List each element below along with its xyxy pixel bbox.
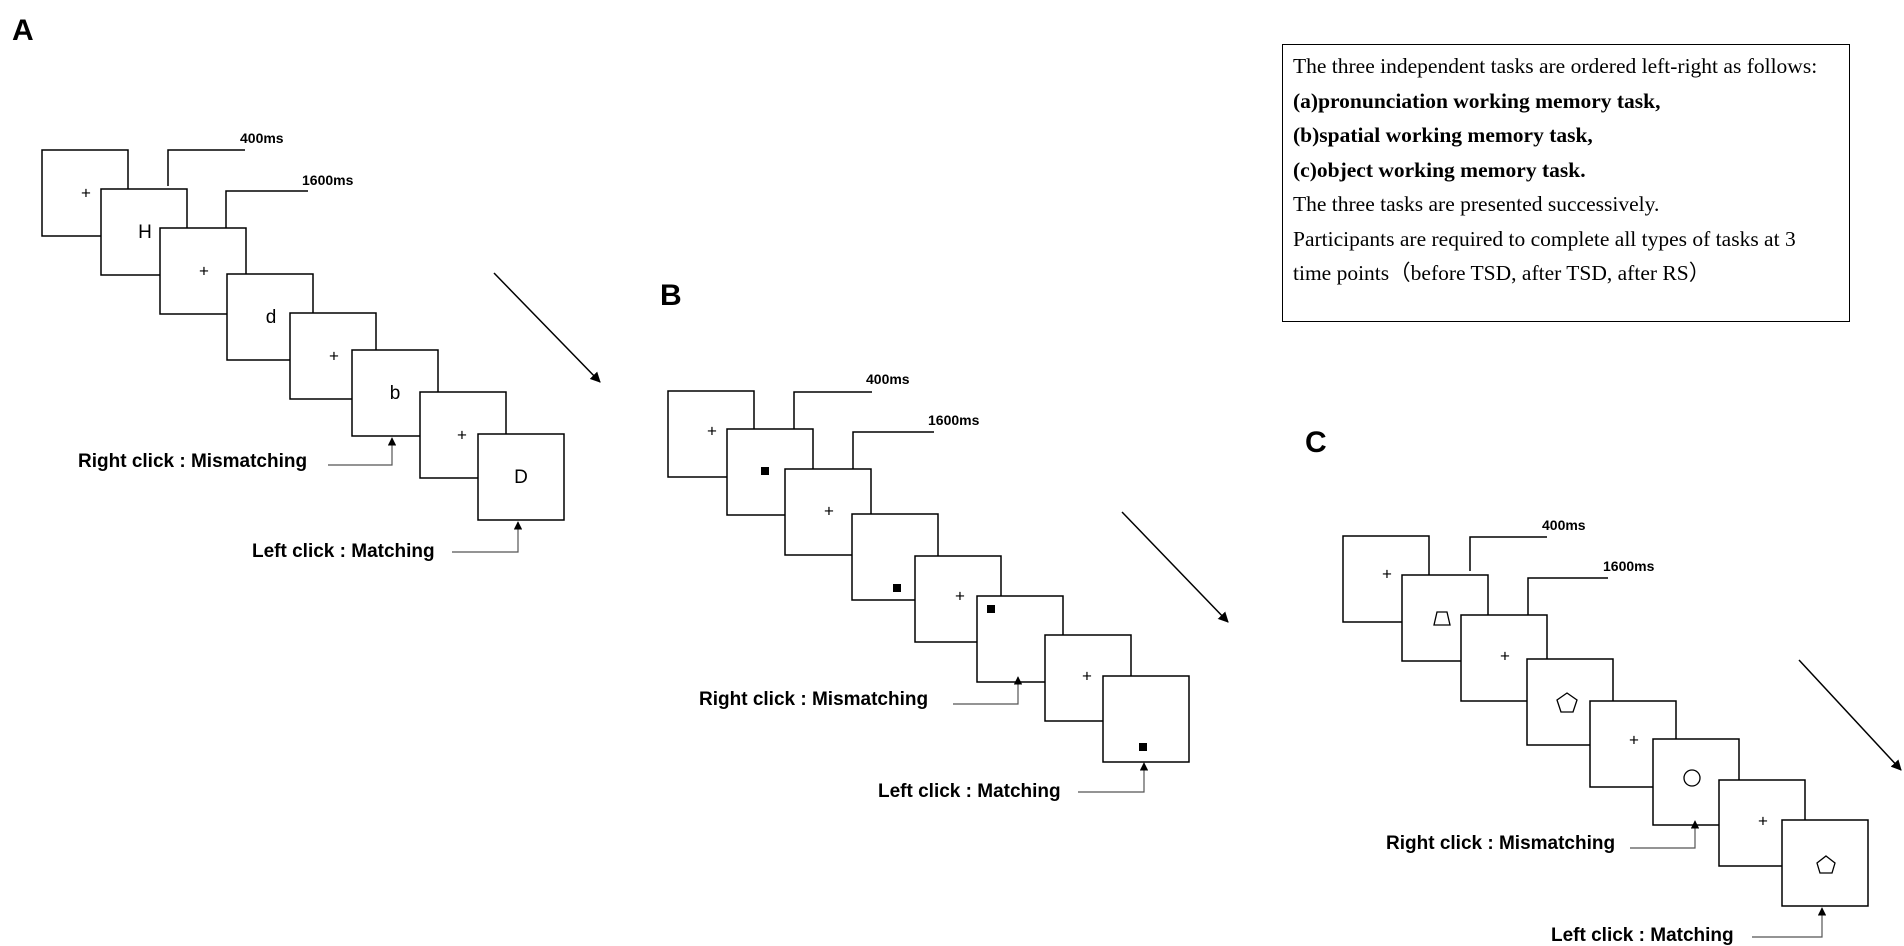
panel-c-mismatch-arrow xyxy=(1630,820,1700,849)
panel-b-timing-1600-leader xyxy=(852,431,934,469)
panel-a-match-arrow xyxy=(452,521,523,553)
panel-b-stimulus-5: + xyxy=(955,586,965,605)
panel-a-stimulus-8: D xyxy=(514,467,528,488)
panel-a-frame-8 xyxy=(477,433,565,521)
panel-b: B 400ms 1600ms + + + + Right click : Mis… xyxy=(660,279,1229,802)
panel-b-square-stimulus-6 xyxy=(987,605,995,613)
panel-a-match-label: Left click : Matching xyxy=(252,541,435,562)
panel-b-stimulus-7: + xyxy=(1082,666,1092,685)
panel-b-mismatch-label: Right click : Mismatching xyxy=(699,689,928,710)
panel-a-timing-400: 400ms xyxy=(240,130,284,146)
panel-a-mismatch-label: Right click : Mismatching xyxy=(78,451,307,472)
panel-c-stimulus-3: + xyxy=(1500,646,1510,665)
panel-c-circle-stimulus-6 xyxy=(1683,769,1701,787)
panel-a-sequence-arrow xyxy=(493,272,601,383)
panel-c-timing-400-leader xyxy=(1469,536,1547,571)
panel-b-square-stimulus-4 xyxy=(893,584,901,592)
panel-a-stimulus-4: d xyxy=(266,307,277,328)
panel-a-stimulus-7: + xyxy=(457,425,467,444)
panel-c-sequence-arrow xyxy=(1798,659,1902,771)
panel-c-trapezoid-stimulus-2 xyxy=(1433,611,1451,626)
panel-a: A 400ms 1600ms + H + d + b + D Right cli… xyxy=(12,14,601,562)
panel-a-timing-1600-leader xyxy=(225,190,308,228)
panel-b-sequence-arrow xyxy=(1121,511,1229,623)
description-required: Participants are required to complete al… xyxy=(1293,226,1796,286)
panel-b-match-arrow xyxy=(1078,762,1149,793)
panel-a-stimulus-6: b xyxy=(390,383,401,404)
task-description-box: The three independent tasks are ordered … xyxy=(1282,44,1850,322)
panel-c-pentagon-stimulus-4 xyxy=(1556,692,1578,713)
panel-b-timing-400: 400ms xyxy=(866,371,910,387)
panel-b-letter: B xyxy=(660,279,682,312)
panel-b-square-stimulus-8 xyxy=(1139,743,1147,751)
panel-b-match-label: Left click : Matching xyxy=(878,781,1061,802)
panel-c-pentagon-stimulus-8 xyxy=(1816,855,1836,874)
panel-c-stimulus-1: + xyxy=(1382,564,1392,583)
panel-c-mismatch-label: Right click : Mismatching xyxy=(1386,833,1615,854)
panel-c-timing-1600: 1600ms xyxy=(1603,558,1655,574)
panel-a-stimulus-3: + xyxy=(199,261,209,280)
panel-c-letter: C xyxy=(1305,426,1327,459)
panel-b-stimulus-1: + xyxy=(707,421,717,440)
description-intro: The three independent tasks are ordered … xyxy=(1293,54,1818,78)
panel-c-stimulus-5: + xyxy=(1629,730,1639,749)
panel-a-timing-400-leader xyxy=(167,149,245,186)
panel-a-timing-1600: 1600ms xyxy=(302,172,354,188)
panel-a-stimulus-1: + xyxy=(81,183,91,202)
description-task-c: (c)object working memory task. xyxy=(1293,157,1586,182)
panel-c-stimulus-7: + xyxy=(1758,811,1768,830)
panel-c-match-label: Left click : Matching xyxy=(1551,925,1734,946)
panel-a-stimulus-5: + xyxy=(329,346,339,365)
panel-b-square-stimulus-2 xyxy=(761,467,769,475)
panel-c-timing-400: 400ms xyxy=(1542,517,1586,533)
panel-c: C 400ms 1600ms + + + + Right click : Mis… xyxy=(1305,426,1902,946)
panel-b-timing-400-leader xyxy=(793,391,872,429)
panel-a-letter: A xyxy=(12,14,34,47)
panel-a-mismatch-arrow xyxy=(328,437,397,466)
description-successive: The three tasks are presented successive… xyxy=(1293,192,1660,216)
panel-c-match-arrow xyxy=(1752,907,1827,938)
description-task-b: (b)spatial working memory task, xyxy=(1293,123,1593,147)
panel-a-stimulus-2: H xyxy=(138,222,152,243)
description-task-a: (a)pronunciation working memory task, xyxy=(1293,88,1661,113)
panel-b-stimulus-3: + xyxy=(824,501,834,520)
panel-b-timing-1600: 1600ms xyxy=(928,412,980,428)
panel-b-mismatch-arrow xyxy=(953,676,1023,705)
panel-c-timing-1600-leader xyxy=(1527,577,1608,615)
